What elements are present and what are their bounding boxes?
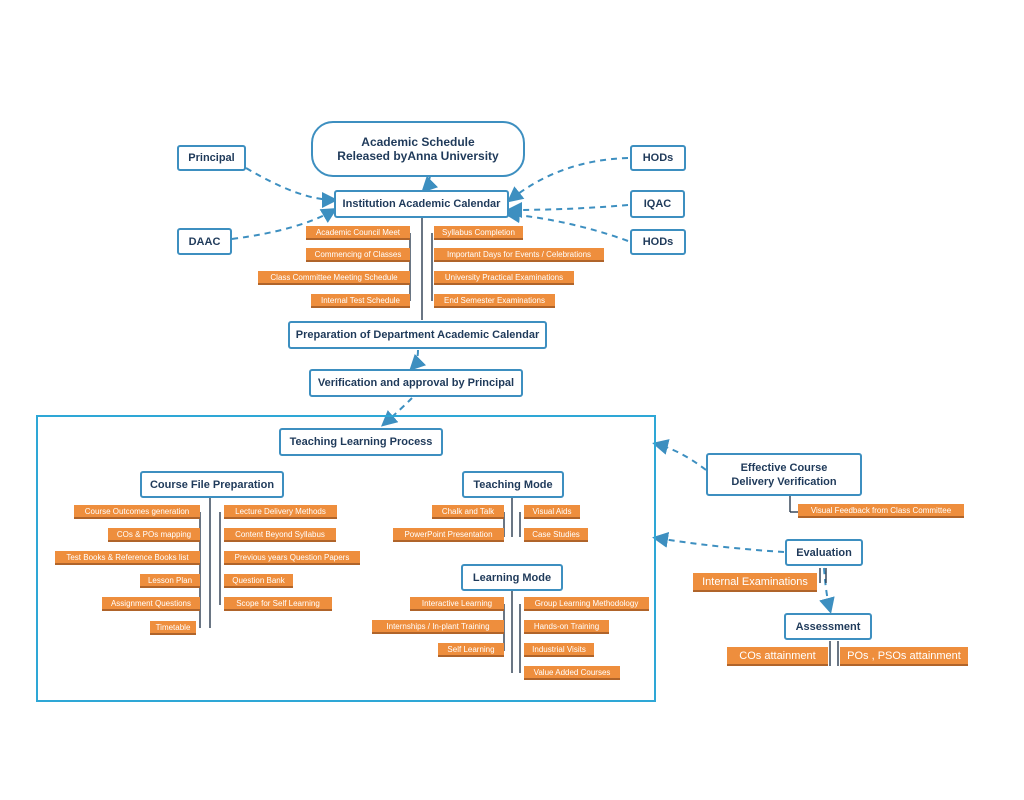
teaching-mode-left-tag: Chalk and Talk [432, 505, 504, 519]
course-file-left-tag: Lesson Plan [140, 574, 200, 588]
teaching-learning-box: Teaching Learning Process [279, 428, 443, 456]
learning-mode-left-tag: Interactive Learning [410, 597, 504, 611]
arrow-daac-to-calendar [232, 207, 338, 239]
iqac-label: IQAC [643, 198, 672, 210]
learning-mode-right-tag: Value Added Courses [524, 666, 620, 680]
learning-mode-left-tag: Self Learning [438, 643, 504, 657]
calendar-left-tag: Commencing of Classes [306, 248, 410, 262]
learning-mode-left-tag: Internships / In-plant Training [372, 620, 504, 634]
course-file-left-tag: Course Outcomes generation [74, 505, 200, 519]
visual-feedback-tag: Visual Feedback from Class Committee [798, 504, 964, 518]
learning-mode-box: Learning Mode [461, 564, 563, 591]
hods-label-2: HODs [642, 236, 674, 248]
course-file-right-tag: Question Bank [224, 574, 293, 588]
course-file-right-tag: Previous years Question Papers [224, 551, 360, 565]
teaching-mode-right-tag: Visual Aids [524, 505, 580, 519]
teaching-mode-right-tag: Case Studies [524, 528, 588, 542]
principal-label: Principal [188, 152, 235, 164]
teaching-mode-label: Teaching Mode [473, 478, 553, 491]
calendar-left-tag: Academic Council Meet [306, 226, 410, 240]
verification-box: Verification and approval by Principal [309, 369, 523, 397]
course-file-box: Course File Preparation [140, 471, 284, 498]
learning-mode-right-tag: Group Learning Methodology [524, 597, 649, 611]
arrow-schedule-to-calendar [421, 176, 439, 193]
verification-label: Verification and approval by Principal [317, 377, 515, 389]
course-file-right-tag: Content Beyond Syllabus [224, 528, 336, 542]
iqac-box: IQAC [630, 190, 685, 218]
calendar-right-tag: End Semester Examinations [434, 294, 555, 308]
academic-schedule-box: Academic Schedule Released byAnna Univer… [311, 121, 525, 177]
course-file-right-tag: Lecture Delivery Methods [224, 505, 337, 519]
effective-delivery-label: Effective Course Delivery Verification [731, 461, 837, 488]
hods-box-1: HODs [630, 145, 686, 171]
pos-attainment-tag: POs , PSOs attainment [840, 647, 968, 666]
teaching-learning-label: Teaching Learning Process [289, 436, 433, 448]
course-file-label: Course File Preparation [149, 478, 275, 491]
arrow-verification-to-tlp [380, 398, 412, 427]
effective-delivery-box: Effective Course Delivery Verification [706, 453, 862, 496]
learning-mode-right-tag: Industrial Visits [524, 643, 594, 657]
hods-box-2: HODs [630, 229, 686, 255]
learning-mode-right-tag: Hands-on Training [524, 620, 609, 634]
calendar-right-tag: Syllabus Completion [434, 226, 523, 240]
dept-calendar-box: Preparation of Department Academic Calen… [288, 321, 547, 349]
daac-label: DAAC [188, 235, 221, 248]
course-file-left-tag: Test Books & Reference Books list [55, 551, 200, 565]
arrow-evaluation-to-assessment [819, 568, 835, 614]
calendar-right-tag: Important Days for Events / Celebrations [434, 248, 604, 262]
course-file-left-tag: Timetable [150, 621, 196, 635]
teaching-learning-frame [36, 415, 656, 702]
course-file-right-tag: Scope for Self Learning [224, 597, 332, 611]
course-file-left-tag: Assignment Questions [102, 597, 200, 611]
assessment-box: Assessment [784, 613, 872, 640]
institution-calendar-box: Institution Academic Calendar [334, 190, 509, 218]
teaching-mode-box: Teaching Mode [462, 471, 564, 498]
learning-mode-label: Learning Mode [472, 571, 552, 584]
dept-calendar-label: Preparation of Department Academic Calen… [295, 329, 540, 341]
daac-box: DAAC [177, 228, 232, 255]
academic-schedule-label: Academic Schedule Released byAnna Univer… [337, 135, 499, 163]
institution-calendar-label: Institution Academic Calendar [342, 198, 501, 210]
internal-exams-tag: Internal Examinations [693, 573, 817, 592]
arrow-evaluation-to-frame [652, 531, 784, 552]
arrow-hods1-to-calendar [506, 158, 628, 203]
calendar-left-tag: Class Committee Meeting Schedule [258, 271, 410, 285]
teaching-mode-left-tag: PowerPoint Presentation [393, 528, 504, 542]
arrow-dept-to-verification [409, 350, 427, 371]
arrow-hods2-to-calendar [504, 207, 628, 241]
arrow-principal-to-calendar [246, 168, 338, 208]
course-file-left-tag: COs & POs mapping [108, 528, 200, 542]
arrow-iqac-to-calendar [506, 201, 628, 218]
evaluation-box: Evaluation [785, 539, 863, 566]
arrow-effective-to-frame [652, 439, 706, 470]
calendar-right-tag: University Practical Examinations [434, 271, 574, 285]
principal-box: Principal [177, 145, 246, 171]
calendar-left-tag: Internal Test Schedule [311, 294, 410, 308]
hods-label-1: HODs [642, 152, 674, 164]
cos-attainment-tag: COs attainment [727, 647, 828, 666]
assessment-label: Assessment [795, 620, 861, 633]
evaluation-label: Evaluation [796, 546, 852, 559]
